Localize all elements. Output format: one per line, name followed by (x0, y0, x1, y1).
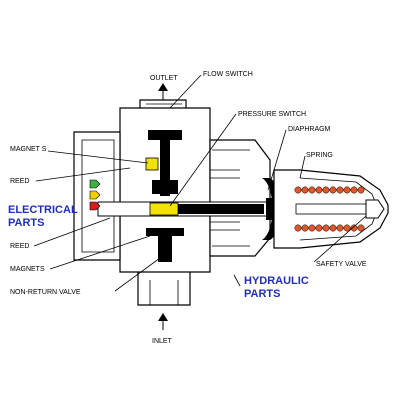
spring-coil-bottom (329, 224, 337, 232)
flow-switch-label: FLOW SWITCH (203, 71, 253, 78)
non-return-valve-label: NON-RETURN VALVE (10, 289, 81, 296)
spring-coil-bottom (301, 224, 309, 232)
spring-coil-bottom (315, 224, 323, 232)
pressure-switch-label: PRESSURE SWITCH (238, 111, 306, 118)
spring-coil-top (336, 186, 344, 194)
spring-coils (294, 186, 365, 232)
leader-lines (33, 74, 367, 292)
spring-coil-top (315, 186, 323, 194)
spring-coil-top (308, 186, 316, 194)
spring-label: SPRING (306, 152, 333, 159)
spring-coil-top (322, 186, 330, 194)
flow-switch-element (148, 130, 182, 196)
spring-coil-bottom (308, 224, 316, 232)
spring-coil-top (350, 186, 358, 194)
non-return-valve (146, 228, 184, 262)
safety-valve (295, 199, 385, 219)
spring-coil-bottom (294, 224, 302, 232)
spring-coil-bottom (350, 224, 358, 232)
inlet-arrow (158, 313, 168, 330)
outlet-arrow (158, 83, 168, 100)
electrical-parts-label-line1: ELECTRICAL (8, 204, 78, 216)
spring-coil-top (357, 186, 365, 194)
electrical-parts-label-line2: PARTS (8, 217, 44, 229)
spring-coil-top (343, 186, 351, 194)
led-indicators (89, 179, 101, 211)
magnets-bottom-label: MAGNETS (10, 266, 45, 273)
spring-coil-bottom (343, 224, 351, 232)
reed-top-label: REED (10, 178, 29, 185)
reed-bottom-label: REED (10, 243, 29, 250)
outlet-label: OUTLET (150, 75, 178, 82)
safety-valve-label: SAFETY VALVE (316, 261, 367, 268)
spring-coil-top (294, 186, 302, 194)
diaphragm-label: DIAPHRAGM (288, 126, 331, 133)
spring-coil-bottom (322, 224, 330, 232)
pressure-switch-shaft (97, 201, 269, 217)
hydraulic-parts-label-line2: PARTS (244, 288, 280, 300)
spring-coil-top (301, 186, 309, 194)
inlet-label: INLET (152, 338, 173, 345)
hydraulic-parts-label-line1: HYDRAULIC (244, 275, 309, 287)
spring-coil-bottom (357, 224, 365, 232)
spring-coil-bottom (336, 224, 344, 232)
magnets-top-label: MAGNET S (10, 146, 47, 153)
spring-coil-top (329, 186, 337, 194)
magnet-top (145, 157, 159, 171)
